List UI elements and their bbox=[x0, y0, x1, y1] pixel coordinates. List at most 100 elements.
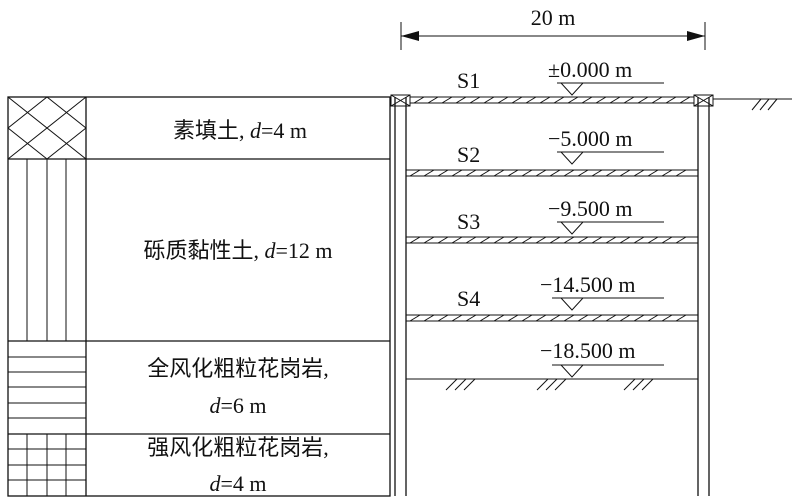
strut-hatch-line bbox=[577, 169, 589, 177]
strut-hatch-line bbox=[647, 314, 659, 322]
stratum-label-fill: 素填土, d=4 m bbox=[173, 118, 307, 143]
strut-hatch-line bbox=[507, 169, 519, 177]
strut-hatch-line bbox=[465, 236, 477, 244]
strut-hatch-line bbox=[665, 96, 677, 104]
strut-hatch-line bbox=[521, 169, 533, 177]
strut-hatch-line bbox=[479, 236, 491, 244]
strut-hatch-line bbox=[535, 236, 547, 244]
strut-hatch-line bbox=[409, 169, 421, 177]
strut-hatch-line bbox=[521, 236, 533, 244]
strongly-weathered-granite-hatch bbox=[8, 434, 86, 496]
strut-hatch-line bbox=[437, 236, 449, 244]
strut-hatch-line bbox=[535, 169, 547, 177]
strut-hatch-line bbox=[595, 96, 607, 104]
strut-hatch-line bbox=[409, 314, 421, 322]
strut-hatch-line bbox=[427, 96, 439, 104]
strut-hatch-line bbox=[413, 96, 425, 104]
gravelly-clay-hatch bbox=[26, 159, 67, 341]
strut-hatch-line bbox=[511, 96, 523, 104]
strut-hatch-line bbox=[623, 96, 635, 104]
strut-hatch-line bbox=[539, 96, 551, 104]
strut-hatch-line bbox=[633, 236, 645, 244]
stratum-label-strongly-weathered: 强风化粗粒花岗岩, bbox=[147, 435, 329, 460]
strut-hatch-line bbox=[549, 169, 561, 177]
elevation-text-s2: −5.000 m bbox=[548, 126, 633, 151]
strut-hatch-line bbox=[483, 96, 495, 104]
strut-hatch-line bbox=[675, 169, 687, 177]
strut-hatch-line bbox=[567, 96, 579, 104]
strut-s2 bbox=[406, 169, 698, 177]
strut-hatch-line bbox=[465, 314, 477, 322]
strut-hatch-line bbox=[581, 96, 593, 104]
strut-hatch-line bbox=[563, 169, 575, 177]
strut-hatch-line bbox=[661, 169, 673, 177]
strut-hatch-line bbox=[451, 314, 463, 322]
width-dimension-label: 20 m bbox=[531, 5, 576, 30]
strut-hatch-line bbox=[497, 96, 509, 104]
stratum-thickness-completely-weathered: d=6 m bbox=[209, 393, 266, 418]
strut-hatch-line bbox=[521, 314, 533, 322]
strut-hatch-line bbox=[647, 236, 659, 244]
support-label-s3: S3 bbox=[457, 209, 480, 234]
strut-hatch-line bbox=[451, 236, 463, 244]
strut-hatch-line bbox=[605, 314, 617, 322]
strut-hatch-line bbox=[469, 96, 481, 104]
strut-hatch-line bbox=[633, 169, 645, 177]
strut-hatch-line bbox=[441, 96, 453, 104]
strut-hatch-line bbox=[577, 314, 589, 322]
ground-surface-right bbox=[713, 98, 792, 111]
stratum-label-completely-weathered: 全风化粗粒花岗岩, bbox=[147, 356, 329, 381]
strut-s4 bbox=[406, 314, 698, 322]
elevation-text-s4: −14.500 m bbox=[540, 272, 636, 297]
strut-hatch-line bbox=[423, 169, 435, 177]
bottom-hatch-left bbox=[445, 378, 476, 391]
right-retaining-wall bbox=[697, 97, 710, 496]
strut-s1 bbox=[410, 96, 694, 104]
strut-hatch-line bbox=[553, 96, 565, 104]
completely-weathered-granite-hatch bbox=[8, 356, 86, 419]
stratum-label-gravelly-clay: 砾质黏性土, d=12 m bbox=[143, 238, 332, 263]
strut-hatch-line bbox=[637, 96, 649, 104]
strut-hatch-line bbox=[563, 314, 575, 322]
elevation-text-s3: −9.500 m bbox=[548, 196, 633, 221]
support-label-s2: S2 bbox=[457, 142, 480, 167]
strut-hatch-line bbox=[437, 314, 449, 322]
strut-hatch-line bbox=[591, 236, 603, 244]
elevation-marker-s1: ±0.000 m bbox=[548, 57, 664, 96]
strut-hatch-line bbox=[507, 314, 519, 322]
strut-hatch-line bbox=[549, 236, 561, 244]
strut-hatch-line bbox=[619, 169, 631, 177]
strut-hatch-line bbox=[507, 236, 519, 244]
strut-hatch-line bbox=[591, 314, 603, 322]
right-capping-beam bbox=[693, 94, 714, 107]
strut-hatch-line bbox=[619, 236, 631, 244]
strut-hatch-line bbox=[647, 169, 659, 177]
strut-hatch-line bbox=[605, 169, 617, 177]
strut-hatch-line bbox=[609, 96, 621, 104]
strut-hatch-line bbox=[591, 169, 603, 177]
strut-hatch-line bbox=[455, 96, 467, 104]
excavation-bottom bbox=[406, 378, 698, 391]
strut-hatch-line bbox=[465, 169, 477, 177]
strata-column bbox=[7, 96, 391, 497]
strut-hatch-line bbox=[675, 314, 687, 322]
strut-hatch-line bbox=[493, 314, 505, 322]
strut-hatch-line bbox=[619, 314, 631, 322]
fill-soil-hatch bbox=[7, 96, 87, 160]
width-dimension: 20 m bbox=[400, 5, 706, 50]
strut-hatch-line bbox=[563, 236, 575, 244]
strut-hatch-line bbox=[661, 236, 673, 244]
strut-hatch-line bbox=[479, 314, 491, 322]
strut-hatch-line bbox=[549, 314, 561, 322]
strut-hatch-line bbox=[409, 236, 421, 244]
strut-hatch-line bbox=[633, 314, 645, 322]
strut-hatch-line bbox=[451, 169, 463, 177]
elevation-marker-s4: −14.500 m bbox=[540, 272, 664, 311]
strut-hatch-line bbox=[679, 96, 691, 104]
strut-hatch-line bbox=[437, 169, 449, 177]
elevation-marker-s3: −9.500 m bbox=[548, 196, 664, 235]
support-label-s4: S4 bbox=[457, 286, 480, 311]
bottom-hatch-middle bbox=[536, 378, 567, 391]
strut-hatch-line bbox=[423, 236, 435, 244]
